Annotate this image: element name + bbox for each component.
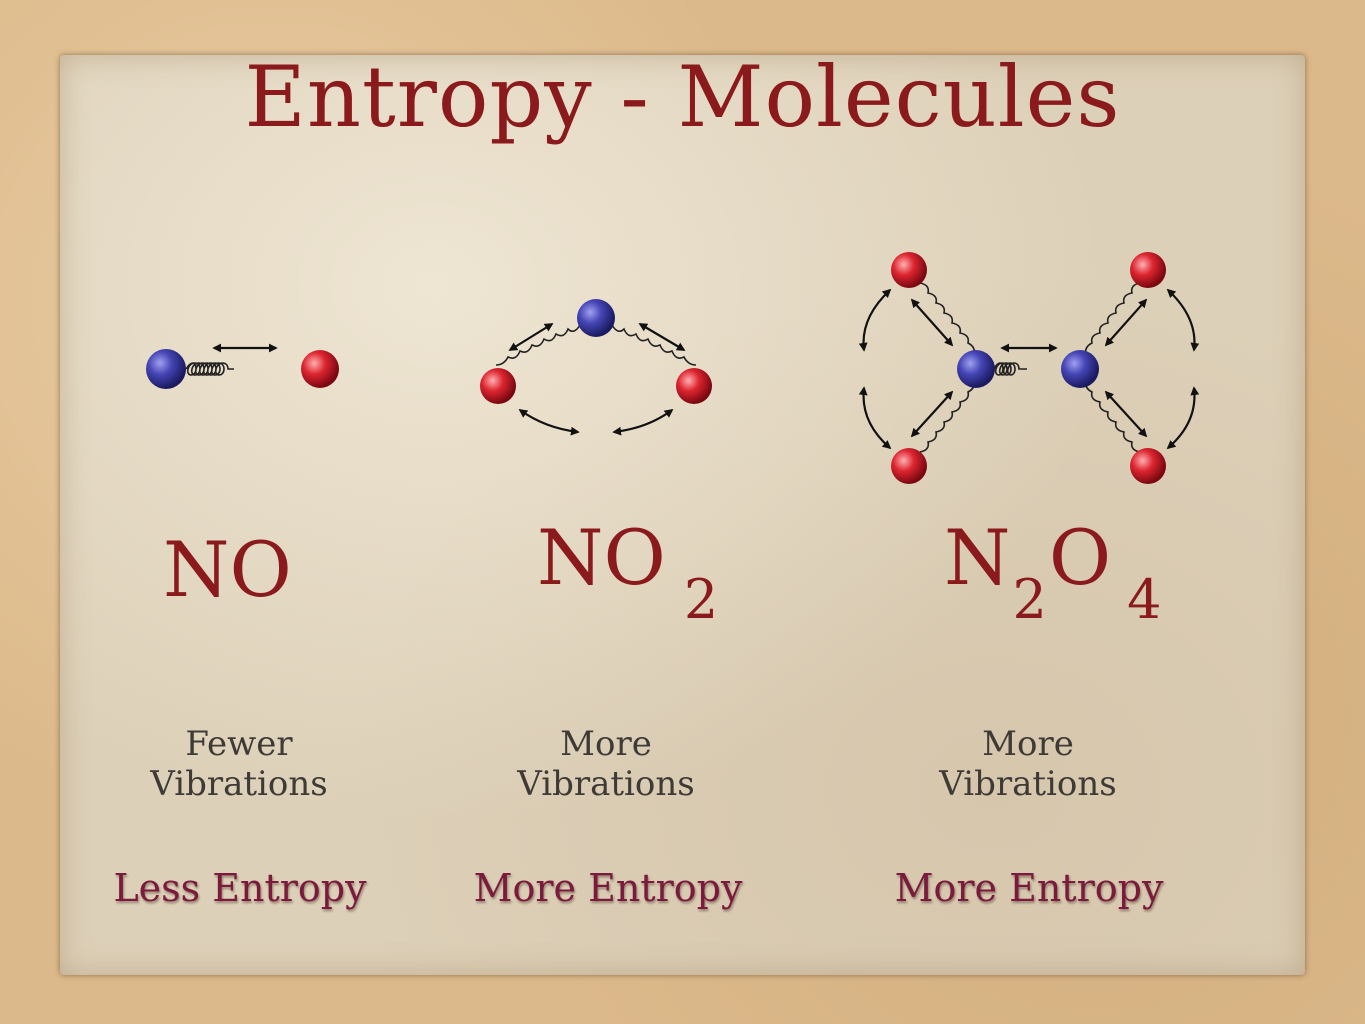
vibration-arrow	[638, 323, 686, 351]
bond-spring	[919, 379, 976, 453]
description-no2: More Vibrations	[456, 724, 756, 804]
vibration-arrow	[612, 408, 674, 436]
entropy-label-n2o4: More Entropy	[894, 866, 1164, 910]
vibration-arrow	[1104, 390, 1148, 438]
vibration-arrow	[1166, 288, 1200, 352]
formula-element-n: N	[944, 513, 1011, 602]
slide-title: Entropy - Molecules	[244, 48, 1121, 146]
oxygen-atom	[676, 368, 712, 404]
no2-molecule	[480, 299, 712, 436]
nitrogen-atom	[146, 349, 186, 389]
entropy-label-no2: More Entropy	[473, 866, 743, 910]
bond-spring	[1084, 379, 1141, 453]
oxygen-atom	[1130, 448, 1166, 484]
slide-card	[60, 55, 1305, 975]
vibration-arrow	[910, 390, 954, 438]
formula-text: NO	[163, 525, 292, 614]
oxygen-atom	[301, 350, 339, 388]
nitrogen-atom	[1061, 350, 1099, 388]
oxygen-atom	[891, 448, 927, 484]
description-line: Fewer	[185, 724, 293, 764]
formula-subscript: 2	[683, 568, 719, 631]
bond-spring	[993, 362, 1027, 376]
bond-spring	[495, 324, 581, 366]
formula-subscript: 2	[1012, 568, 1047, 631]
nitrogen-atom	[577, 299, 615, 337]
description-line: Vibrations	[517, 764, 695, 804]
oxygen-atom	[891, 252, 927, 288]
vibration-arrow	[858, 288, 892, 352]
vibration-arrow	[518, 408, 580, 436]
formula-subscript: 4	[1127, 568, 1162, 631]
description-line: Vibrations	[150, 764, 328, 804]
n2o4-molecule	[858, 252, 1200, 484]
description-line: Vibrations	[939, 764, 1117, 804]
no-molecule	[146, 343, 339, 389]
vibration-arrow	[910, 298, 954, 347]
formula-no: NO	[163, 532, 292, 608]
description-n2o4: More Vibrations	[878, 724, 1178, 804]
vibration-arrow	[1104, 298, 1148, 347]
description-no: Fewer Vibrations	[89, 724, 389, 804]
vibration-arrow	[1166, 386, 1200, 450]
vibration-arrow	[508, 323, 554, 351]
description-line: More	[560, 724, 652, 764]
description-line: More	[982, 724, 1074, 764]
bond-spring	[185, 362, 234, 376]
oxygen-atom	[1130, 252, 1166, 288]
entropy-label-no: Less Entropy	[113, 866, 367, 910]
nitrogen-atom	[957, 350, 995, 388]
formula-element-o: O	[1048, 513, 1112, 602]
oxygen-atom	[480, 368, 516, 404]
bond-spring	[1084, 282, 1141, 356]
vibration-arrow	[858, 386, 892, 450]
formula-text: NO	[537, 513, 666, 602]
